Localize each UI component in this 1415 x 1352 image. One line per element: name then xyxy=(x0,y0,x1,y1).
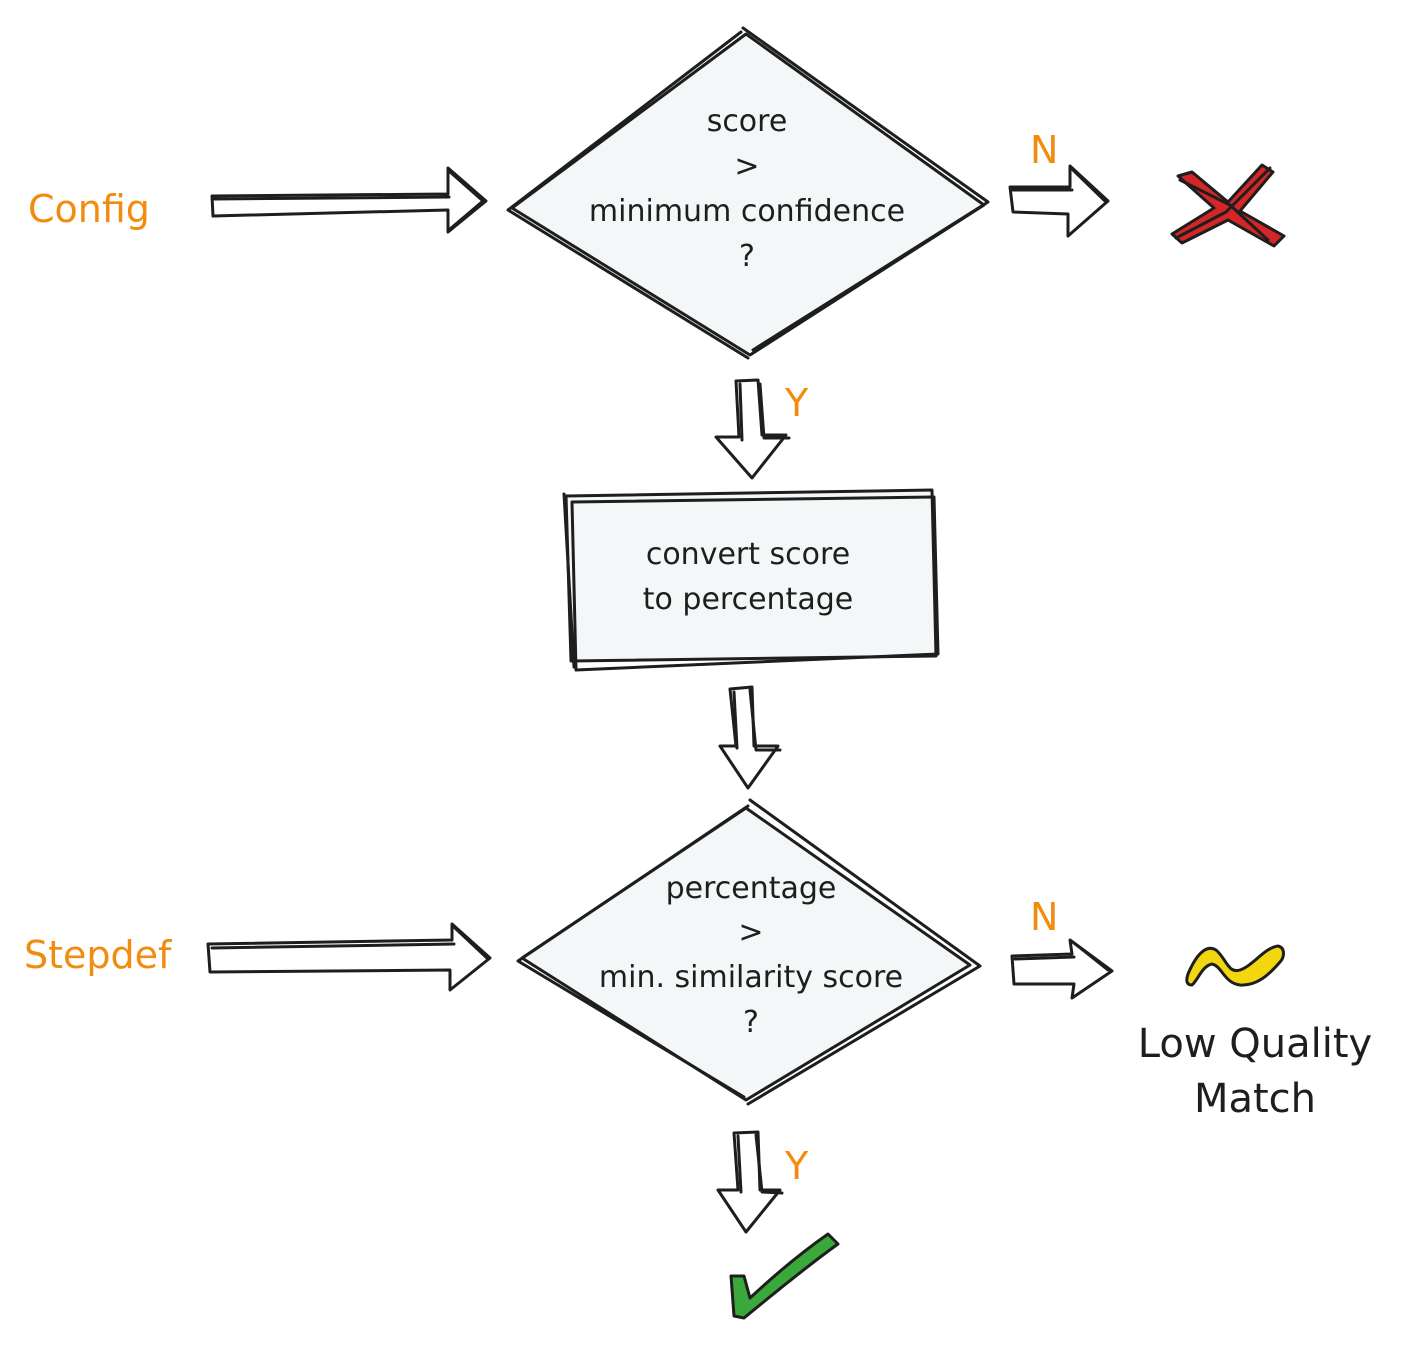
low-quality-label-line1: Low Quality xyxy=(1138,1021,1372,1067)
no-arrow-2 xyxy=(1010,938,1114,1000)
low-quality-label-line2: Match xyxy=(1194,1076,1316,1122)
yes-arrow-2 xyxy=(716,1130,784,1234)
yes-label-2: Y xyxy=(784,1144,809,1188)
decision1-line3: minimum confidence xyxy=(589,194,905,229)
decision-minimum-confidence: score > minimum confidence ? xyxy=(506,26,990,360)
decision2-line4: ? xyxy=(743,1005,759,1040)
decision2-line1: percentage xyxy=(666,871,837,906)
no-label-2: N xyxy=(1030,895,1058,939)
process-convert-score: convert score to percentage xyxy=(562,488,940,672)
stepdef-arrow xyxy=(206,922,492,992)
stepdef-label: Stepdef xyxy=(24,933,173,977)
yes-arrow-1 xyxy=(714,378,791,480)
config-arrow xyxy=(210,166,488,234)
decision-min-similarity-score: percentage > min. similarity score ? xyxy=(516,798,982,1106)
decision2-line2: > xyxy=(738,915,763,950)
decision1-line1: score xyxy=(707,104,788,139)
config-label: Config xyxy=(28,187,150,231)
decision1-line4: ? xyxy=(739,239,755,274)
no-label-1: N xyxy=(1030,128,1058,172)
green-check-icon xyxy=(729,1232,840,1320)
process-line2: to percentage xyxy=(643,582,853,617)
decision1-line2: > xyxy=(734,149,759,184)
process-line1: convert score xyxy=(646,537,850,572)
yellow-squiggle-icon xyxy=(1185,944,1285,987)
no-arrow-1 xyxy=(1008,164,1110,238)
red-cross-icon xyxy=(1170,163,1286,248)
process-arrow xyxy=(718,685,782,790)
yes-label-1: Y xyxy=(784,381,809,425)
decision2-line3: min. similarity score xyxy=(599,960,903,995)
